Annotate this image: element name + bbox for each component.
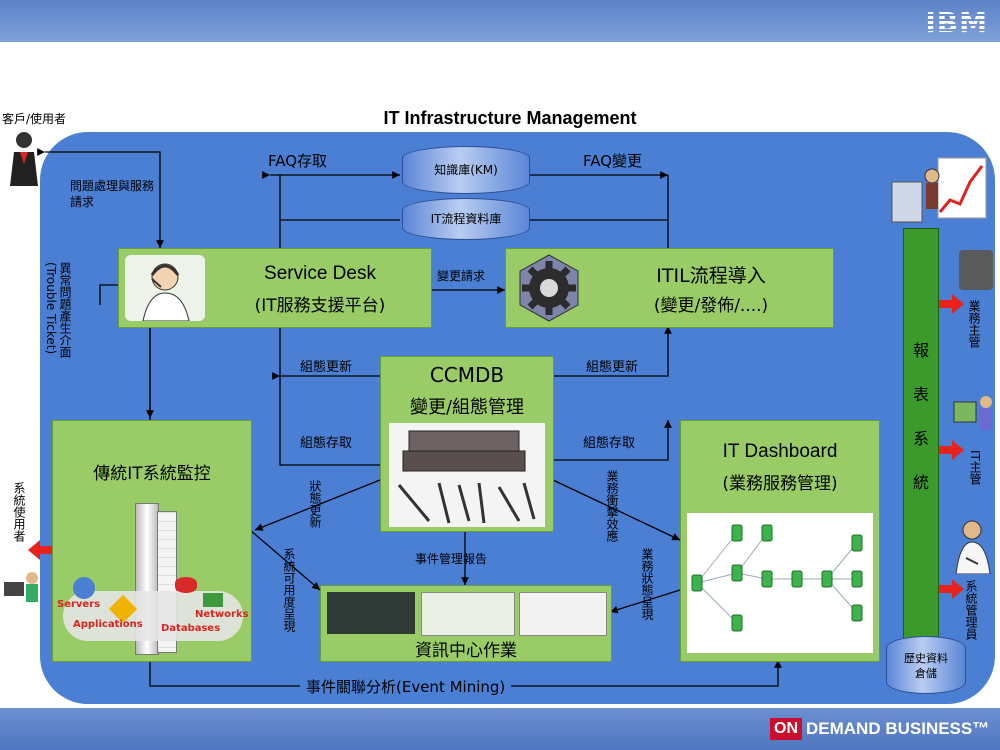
faq-access-label: FAQ存取 [268, 152, 328, 170]
system-user-actor: 系統使用者 [2, 482, 42, 612]
legacy-monitoring-title: 傳統IT系統監控 [93, 464, 211, 484]
toolbox-illustration [389, 423, 545, 527]
customer-figure-icon [10, 132, 38, 186]
service-desk-subtitle: (IT服務支援平台) [254, 296, 386, 316]
business-impact-label: 業務衝擊效應 [605, 470, 619, 542]
database-icon [175, 577, 197, 593]
ccmdb-box: CCMDB 變更/組態管理 [380, 356, 554, 532]
customer-label: 客戶/使用者 [2, 112, 67, 126]
business-status-label: 業務狀態呈現 [640, 548, 654, 620]
ops-screenshot-3 [519, 592, 607, 636]
knowledge-base-label: 知識庫(KM) [434, 163, 498, 177]
toolbox-icon [397, 430, 536, 524]
presenter-chart-icon [891, 157, 987, 223]
faq-change-label: FAQ變更 [583, 152, 643, 170]
service-desk-title: Service Desk [264, 263, 376, 284]
config-update-right-label: 組態更新 [586, 360, 639, 375]
report-system-bar: 報表系統 [903, 228, 939, 640]
config-update-left-label: 組態更新 [300, 360, 353, 375]
header-bar [0, 0, 1000, 42]
service-topology-graph [687, 513, 873, 653]
ccmdb-title: CCMDB [429, 363, 505, 387]
sys-admin-figure-icon [955, 520, 991, 575]
on-demand-text: DEMAND BUSINESS™ [806, 719, 990, 738]
system-user-label: 系統使用者 [12, 482, 26, 542]
applications-label: Applications [73, 619, 143, 630]
ccmdb-subtitle: 變更/組態管理 [409, 397, 525, 418]
headset-person-illustration [125, 255, 205, 322]
event-mining-label: 事件關聯分析(Event Mining) [300, 676, 512, 697]
knowledge-base-db: 知識庫(KM) [402, 146, 530, 194]
servers-label: Servers [57, 599, 101, 610]
on-demand-logo: ON DEMAND BUSINESS™ [770, 716, 989, 742]
ops-center-title: 資訊中心作業 [415, 641, 517, 661]
problem-request-label: 問題處理與服務請求 [70, 179, 155, 209]
customer-actor: 客戶/使用者 [2, 110, 112, 190]
itil-subtitle: (變更/發佈/....) [653, 296, 769, 316]
business-manager-actor: 業務主管 [955, 250, 1000, 375]
it-manager-label: IT主管 [968, 450, 982, 485]
footer-bar [0, 708, 1000, 750]
ops-center-box: 資訊中心作業 [320, 585, 612, 662]
business-manager-label: 業務主管 [967, 300, 981, 348]
network-icon [203, 593, 223, 607]
report-system-label: 報表系統 [912, 341, 929, 492]
server-icon [73, 577, 95, 599]
growth-chart-illustration [890, 152, 990, 232]
it-dashboard-box: IT Dashboard (業務服務管理) [680, 420, 880, 662]
trouble-ticket-label: 異常問題產生介面(Trouble Ticket) [44, 262, 72, 358]
it-dashboard-title: IT Dashboard [722, 441, 838, 462]
gear-illustration [514, 253, 584, 323]
config-access-right-label: 組態存取 [583, 436, 636, 451]
system-user-figure-icon [4, 572, 38, 602]
ops-screenshot-2 [421, 592, 515, 636]
itil-title: ITIL流程導入 [656, 265, 766, 287]
it-manager-actor: IT主管 [950, 392, 1000, 502]
databases-label: Databases [161, 623, 221, 634]
status-update-label: 狀態更新 [308, 480, 322, 528]
event-report-label: 事件管理報告 [415, 552, 488, 566]
availability-label: 系統可用度呈現 [282, 548, 296, 632]
history-warehouse-db: 歷史資料倉儲 [886, 636, 966, 694]
sys-admin-actor: 系統管理員 [948, 518, 1000, 668]
business-manager-photo [959, 250, 993, 290]
ibm-logo: IBM [925, 6, 988, 39]
change-request-label: 變更請求 [437, 269, 486, 283]
it-dashboard-subtitle: (業務服務管理) [722, 474, 838, 494]
legacy-monitoring-box: 傳統IT系統監控 Servers Applications Databases … [52, 420, 252, 662]
history-warehouse-label: 歷史資料倉儲 [904, 652, 948, 680]
config-access-left-label: 組態存取 [300, 436, 353, 451]
networks-label: Networks [195, 609, 249, 620]
itil-box: ITIL流程導入 (變更/發佈/....) [505, 248, 834, 328]
topology-graph-icon [691, 524, 863, 632]
sys-admin-label: 系統管理員 [964, 580, 978, 640]
gear-icon [519, 254, 579, 322]
ops-screenshot-1 [327, 592, 415, 634]
itil-process-db: IT流程資料庫 [402, 198, 530, 240]
it-manager-figure-icon [953, 396, 992, 430]
diagram-title: IT Infrastructure Management [383, 108, 637, 128]
on-badge: ON [770, 718, 802, 740]
service-desk-box: Service Desk (IT服務支援平台) [118, 248, 432, 328]
headset-icon [142, 263, 190, 322]
itil-process-db-label: IT流程資料庫 [430, 212, 502, 226]
